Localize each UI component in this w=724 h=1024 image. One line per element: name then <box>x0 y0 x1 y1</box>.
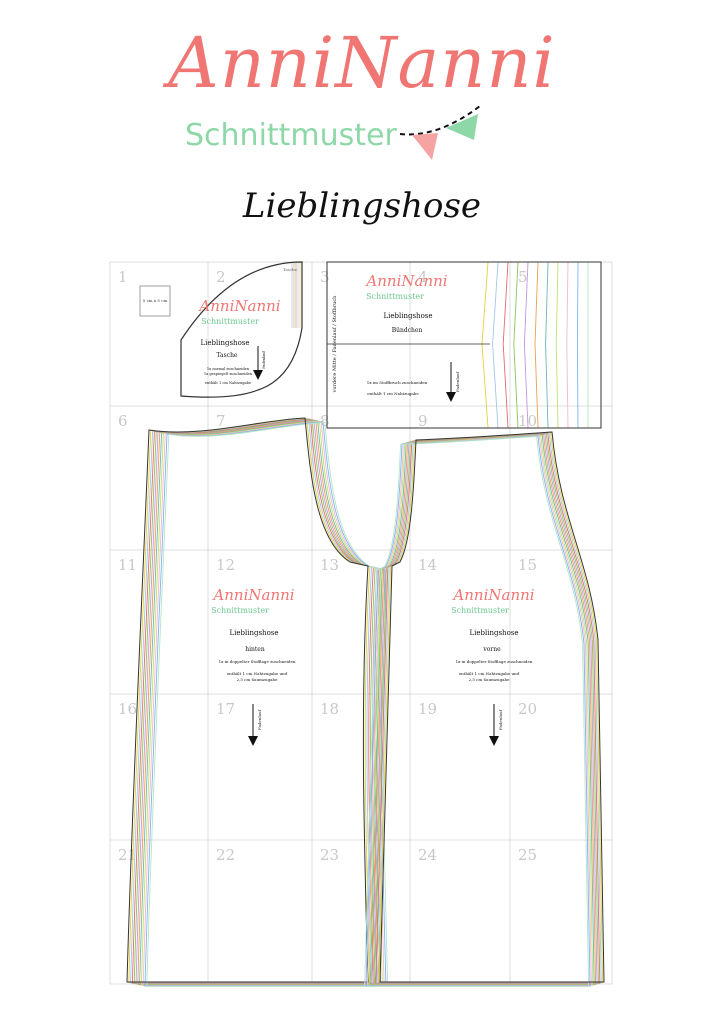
back-note-1: 1x in doppelter Stofflage zuschneiden <box>219 659 296 664</box>
back-trouser-piece: AnniNanni Schnittmuster Lieblingshose hi… <box>126 417 389 987</box>
bunting-icon <box>399 105 481 160</box>
front-brand: AnniNanni <box>451 586 534 604</box>
front-note-1: 1x in doppelter Stofflage zuschneiden <box>456 659 533 664</box>
tile-grid <box>109 261 613 985</box>
brand-logo-text: AnniNanni <box>168 22 556 104</box>
page-number: 2 <box>216 268 226 286</box>
front-sub: Schnittmuster <box>451 606 509 615</box>
front-note-3: 2,5 cm Saumzugabe <box>469 677 511 682</box>
page-title: Lieblingshose <box>242 186 482 226</box>
page-number: 15 <box>518 556 537 574</box>
pocket-brand: AnniNanni <box>197 297 280 315</box>
pocket-name: Lieblingshose <box>200 339 249 347</box>
pocket-sub: Schnittmuster <box>201 317 259 326</box>
back-note-3: 2,5 cm Saumzugabe <box>237 677 279 682</box>
pocket-note-1: 1x normal zuschneiden <box>207 367 250 371</box>
back-name: Lieblingshose <box>229 629 278 637</box>
page-number: 18 <box>320 700 339 718</box>
page-number: 23 <box>320 846 339 864</box>
page-number: 9 <box>418 412 428 430</box>
front-grain-label: Fadenlauf <box>498 709 503 730</box>
front-note-2: enthält 1 cm Nahtzugabe und <box>459 671 520 676</box>
front-name: Lieblingshose <box>469 629 518 637</box>
page-number: 3 <box>320 268 330 286</box>
waistband-fold-label: vordere Mitte / Fadenlauf / Stoffbruch <box>332 295 338 393</box>
waistband-note-2: enthält 1 cm Nahtzugabe <box>367 391 419 396</box>
waistband-sub: Schnittmuster <box>366 292 424 301</box>
page-number: 20 <box>518 700 537 718</box>
waistband-piece: vordere Mitte / Fadenlauf / Stoffbruch A… <box>326 261 602 429</box>
waistband-grain-label: Fadenlauf <box>455 371 460 392</box>
pocket-piece: Tasche AnniNanni Schnittmuster Lieblings… <box>180 261 303 398</box>
back-sub: Schnittmuster <box>211 606 269 615</box>
front-part: vorne <box>482 646 501 653</box>
test-square: 5 cm x 5 cm <box>139 285 171 317</box>
page-number: 11 <box>118 556 137 574</box>
page-number: 21 <box>118 846 137 864</box>
back-brand: AnniNanni <box>211 586 294 604</box>
front-trouser-piece: AnniNanni Schnittmuster Lieblingshose vo… <box>364 431 605 987</box>
page-number: 12 <box>216 556 235 574</box>
page-number: 8 <box>320 412 330 430</box>
page-number: 6 <box>118 412 128 430</box>
page-number: 19 <box>418 700 437 718</box>
pocket-part: Tasche <box>217 352 238 359</box>
page-number: 22 <box>216 846 235 864</box>
test-square-label: 5 cm x 5 cm <box>143 298 168 303</box>
pocket-note-3: enthält 1 cm Nahtzugabe <box>205 381 251 385</box>
page-number: 5 <box>518 268 528 286</box>
back-grain-label: Fadenlauf <box>257 709 262 730</box>
waistband-part: Bündchen <box>392 327 423 334</box>
header: AnniNanni Schnittmuster Lieblingshose <box>0 0 724 250</box>
back-note-2: enthält 1 cm Nahtzugabe und <box>227 671 288 676</box>
waistband-name: Lieblingshose <box>383 312 432 320</box>
pocket-grain-label: Fadenlauf <box>262 351 266 369</box>
waistband-brand: AnniNanni <box>364 272 447 290</box>
page-number: 7 <box>216 412 226 430</box>
pocket-note-2: 1x gespiegelt zuschneiden <box>204 372 253 376</box>
page-number: 24 <box>418 846 437 864</box>
page-number: 25 <box>518 846 537 864</box>
page-number: 14 <box>418 556 437 574</box>
pocket-corner-label: Tasche <box>283 267 298 272</box>
brand-subtitle: Schnittmuster <box>185 118 397 153</box>
page-number: 13 <box>320 556 339 574</box>
page-number: 1 <box>118 268 128 286</box>
page-number: 4 <box>418 268 428 286</box>
page-number: 16 <box>118 700 137 718</box>
page-number: 17 <box>216 700 235 718</box>
waistband-note-1: 1x im Stoffbruch zuschneiden <box>367 380 428 385</box>
back-part: hinten <box>245 646 265 653</box>
